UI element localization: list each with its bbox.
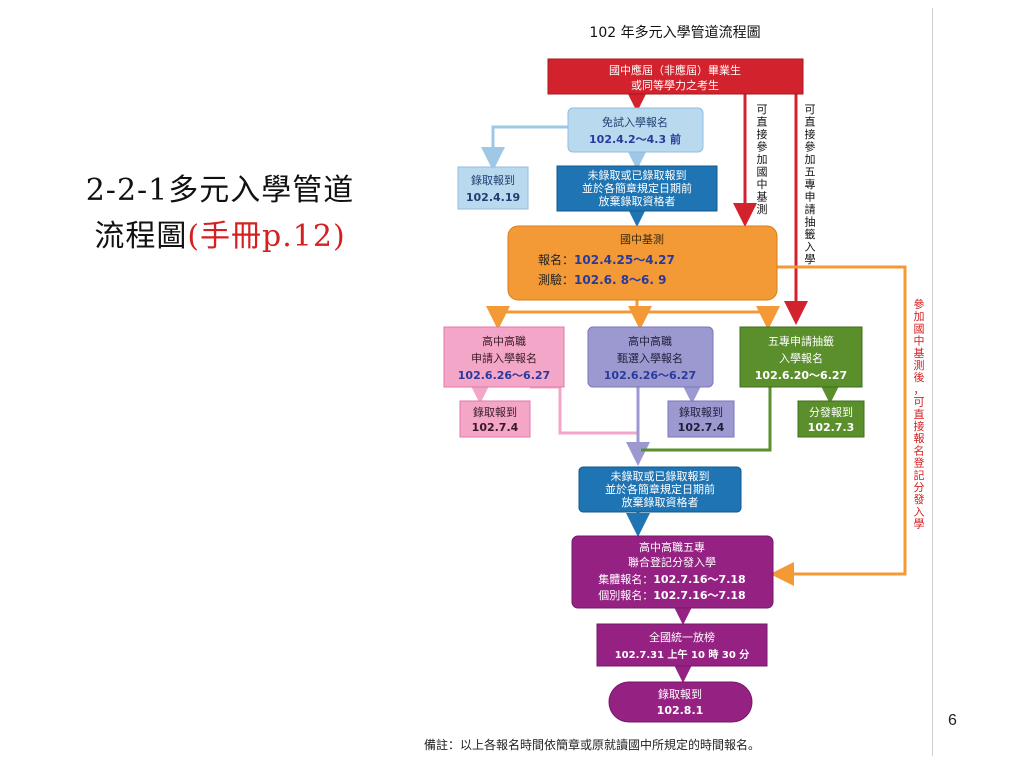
side-note-direct-five-year: 可直接參加五專申請抽籤入學: [805, 103, 816, 266]
node-national-release: 全國統一放榜 102.7.31 上午 10 時 30 分: [596, 623, 768, 667]
slide-title-line1: 2-2-1多元入學管道: [85, 173, 355, 208]
node-test-title: 國中基測: [620, 232, 664, 246]
node-forfeit-2-line2: 並於各簡章規定日期前: [605, 482, 715, 496]
node-forfeit-1-line1: 未錄取或已錄取報到: [588, 168, 687, 182]
node-exam-free-registration: 免試入學報名 102.4.2～4.3 前: [567, 107, 704, 153]
node-distribution-report: 分發報到 102.7.3: [797, 400, 865, 438]
node-basic-competence-test: 國中基測 報名：102.4.25～4.27 測驗：102.6. 8～6. 9: [507, 225, 778, 301]
node-test-exam-row: 測驗：102.6. 8～6. 9: [538, 273, 667, 287]
node-test-exam-label: 測驗：: [538, 273, 574, 287]
node-admit-report-1-date: 102.4.19: [466, 191, 520, 204]
node-selection-admission: 高中高職 甄選入學報名 102.6.26～6.27: [587, 326, 714, 388]
node-application-date: 102.6.26～6.27: [458, 369, 550, 382]
flowchart: 102 年多元入學管道流程圖: [424, 24, 925, 752]
node-test-reg-row: 報名：102.4.25～4.27: [538, 252, 675, 267]
slide-title: 2-2-1多元入學管道 流程圖(手冊p.12): [40, 168, 400, 260]
node-test-exam-date: 102.6. 8～6. 9: [574, 273, 666, 287]
node-admit-report-2-date: 102.7.4: [472, 421, 519, 434]
node-final-report: 錄取報到 102.8.1: [608, 681, 753, 723]
node-graduates-line1: 國中應屆（非應屆）畢業生: [609, 63, 741, 77]
node-joint-line1: 高中高職五專: [639, 540, 705, 554]
node-selection-line1: 高中高職: [628, 334, 672, 348]
node-five-year-line1: 五專申請抽籤: [768, 334, 834, 348]
node-admit-report-2-label: 錄取報到: [473, 405, 517, 419]
node-admit-report-1-label: 錄取報到: [471, 173, 515, 187]
node-joint-individual-date: 102.7.16～7.18: [653, 589, 745, 602]
node-test-reg-label: 報名：: [538, 252, 574, 267]
node-joint-registration: 高中高職五專 聯合登記分發入學 集體報名：102.7.16～7.18 個別報名：…: [571, 535, 774, 609]
side-note-register-after-test: 參加國中基測後，可直接報名登記分發入學: [914, 297, 925, 531]
page-number: 6: [948, 712, 957, 729]
flowchart-title: 102 年多元入學管道流程圖: [589, 24, 760, 41]
node-forfeit-1-line3: 放棄錄取資格者: [599, 194, 676, 208]
node-graduates-line2: 或同等學力之考生: [631, 78, 719, 92]
node-forfeit-1: 未錄取或已錄取報到 並於各簡章規定日期前 放棄錄取資格者: [556, 165, 718, 212]
node-distribution-date: 102.7.3: [808, 421, 855, 434]
slide-title-line2: 流程圖(手冊p.12): [40, 214, 400, 260]
node-test-reg-date: 102.4.25～4.27: [574, 253, 675, 267]
node-joint-group-date: 102.7.16～7.18: [653, 573, 745, 586]
node-admit-report-3-label: 錄取報到: [679, 405, 723, 419]
node-forfeit-2: 未錄取或已錄取報到 並於各簡章規定日期前 放棄錄取資格者: [578, 466, 742, 513]
side-note-direct-exam: 可直接參加國中基測: [757, 103, 768, 216]
node-application-admission: 高中高職 申請入學報名 102.6.26～6.27: [443, 326, 565, 388]
node-selection-date: 102.6.26～6.27: [604, 369, 696, 382]
node-five-year-date: 102.6.20～6.27: [755, 369, 847, 382]
node-joint-line2: 聯合登記分發入學: [628, 555, 716, 569]
node-five-year-line2: 入學報名: [779, 351, 823, 365]
node-admit-report-2: 錄取報到 102.7.4: [459, 400, 531, 438]
svg-text:可直接參加五專申請抽籤入學: 可直接參加五專申請抽籤入學: [805, 103, 816, 266]
node-release-date: 102.7.31 上午 10 時 30 分: [615, 648, 750, 661]
node-final-label: 錄取報到: [658, 687, 702, 701]
node-joint-group-row: 集體報名：102.7.16～7.18: [598, 572, 745, 586]
footnote: 備註：以上各報名時間依簡章或原就讀國中所規定的時間報名。: [424, 737, 760, 752]
node-exam-free-date: 102.4.2～4.3 前: [589, 132, 681, 146]
node-selection-line2: 甄選入學報名: [617, 351, 683, 365]
node-final-date: 102.8.1: [657, 704, 704, 717]
slide-title-handbook-ref: (手冊p.12): [187, 219, 346, 254]
node-release-label: 全國統一放榜: [649, 630, 715, 644]
node-exam-free-line1: 免試入學報名: [602, 115, 668, 129]
node-five-year-lottery: 五專申請抽籤 入學報名 102.6.20～6.27: [739, 326, 863, 388]
node-admit-report-3: 錄取報到 102.7.4: [667, 400, 735, 438]
node-forfeit-1-line2: 並於各簡章規定日期前: [582, 181, 692, 195]
node-application-line1: 高中高職: [482, 334, 526, 348]
node-joint-group-label: 集體報名：: [598, 572, 653, 586]
node-admit-report-3-date: 102.7.4: [678, 421, 725, 434]
svg-text:參加國中基測後，可直接報名登記分發入學: 參加國中基測後，可直接報名登記分發入學: [914, 297, 925, 531]
divider-line: [932, 8, 933, 756]
node-joint-individual-label: 個別報名：: [598, 588, 653, 602]
svg-text:可直接參加國中基測: 可直接參加國中基測: [757, 103, 768, 216]
node-joint-individual-row: 個別報名：102.7.16～7.18: [598, 588, 745, 602]
node-forfeit-2-line1: 未錄取或已錄取報到: [611, 469, 710, 483]
node-admit-report-1: 錄取報到 102.4.19: [457, 166, 529, 210]
node-graduates: 國中應屆（非應屆）畢業生 或同等學力之考生: [547, 58, 804, 95]
node-distribution-label: 分發報到: [809, 405, 853, 419]
node-forfeit-2-line3: 放棄錄取資格者: [622, 495, 699, 509]
slide-title-main: 流程圖: [94, 219, 188, 254]
node-application-line2: 申請入學報名: [471, 351, 537, 365]
